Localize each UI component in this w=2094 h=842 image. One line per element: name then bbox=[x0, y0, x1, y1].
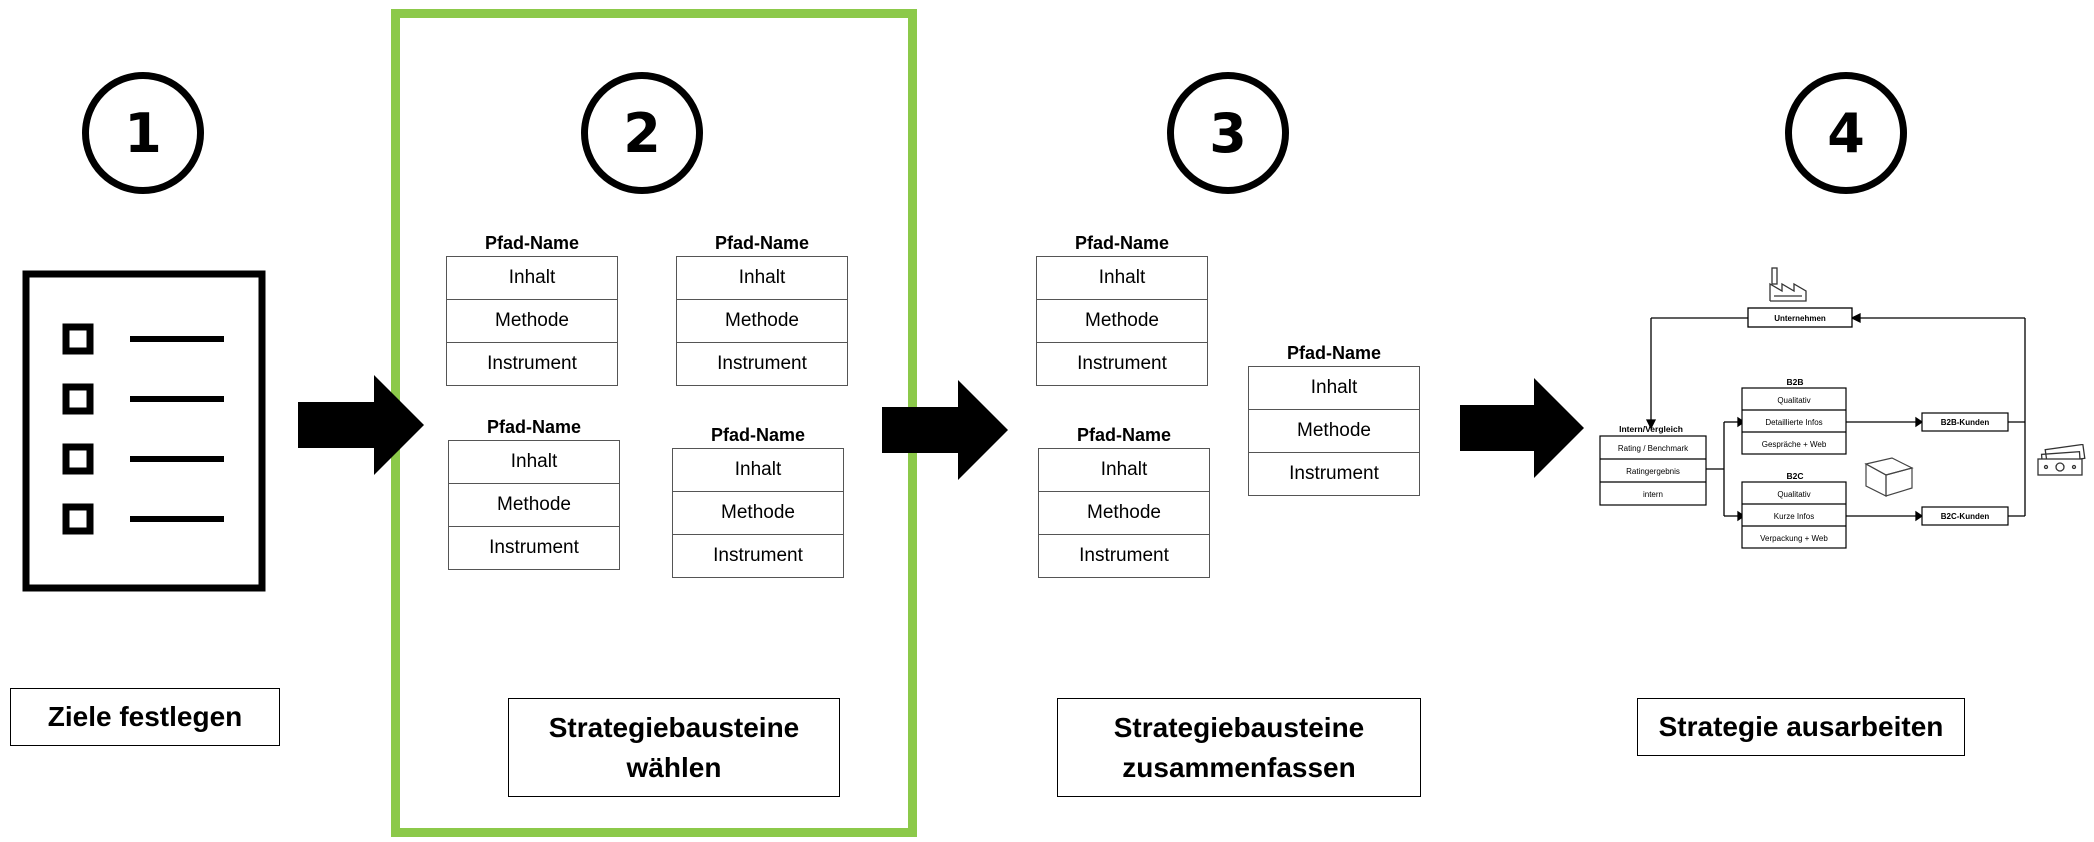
intern-row-3: intern bbox=[1643, 490, 1663, 499]
step-3-label-line2: zusammenfassen bbox=[1122, 751, 1356, 783]
b2c-row-1: Qualitativ bbox=[1777, 490, 1810, 499]
step-3-number: 3 bbox=[1209, 101, 1247, 165]
intern-title: Intern/Vergleich bbox=[1619, 424, 1683, 434]
step-4-number: 4 bbox=[1827, 101, 1865, 165]
pfad-row-inhalt: Inhalt bbox=[508, 267, 556, 288]
pfad-row-instrument: Instrument bbox=[1037, 342, 1207, 385]
arrow-right-icon bbox=[1460, 378, 1584, 478]
pfad-title: Pfad-Name bbox=[1286, 343, 1382, 363]
pfad-title: Pfad-Name bbox=[486, 417, 582, 437]
step-2-number: 2 bbox=[623, 101, 661, 165]
factory-icon bbox=[1769, 267, 1807, 302]
pfad-title: Pfad-Name bbox=[484, 233, 580, 253]
pfad-row-inhalt: Inhalt bbox=[1310, 377, 1358, 398]
b2c-box bbox=[1741, 481, 1847, 549]
intern-row-1: Rating / Benchmark bbox=[1618, 444, 1689, 453]
step-1-label: Ziele festlegen bbox=[10, 688, 280, 746]
step-4-label-text: Strategie ausarbeiten bbox=[1658, 711, 1944, 742]
pfad-row-inhalt: Inhalt bbox=[510, 451, 558, 472]
pfad-title: Pfad-Name bbox=[1076, 425, 1172, 445]
strategy-diagram: Unternehmen Intern/Vergleich Rating / Be… bbox=[1599, 267, 2026, 549]
b2b-kunden-box bbox=[1921, 412, 2009, 432]
b2c-kunden-box bbox=[1921, 506, 2009, 526]
b2b-box bbox=[1741, 387, 1847, 455]
pfad-row-instrument: Instrument bbox=[449, 526, 619, 569]
pfad-block: Pfad-Name Inhalt Methode Instrument bbox=[1248, 340, 1420, 496]
b2c-kunden-label: B2C-Kunden bbox=[1941, 512, 1990, 521]
b2b-row-2: Detaillierte Infos bbox=[1765, 418, 1822, 427]
pfad-title: Pfad-Name bbox=[1074, 233, 1170, 253]
step-1-label-text: Ziele festlegen bbox=[47, 701, 243, 732]
step-2-circle: 2 bbox=[581, 72, 703, 194]
b2c-title: B2C bbox=[1786, 471, 1803, 481]
pfad-block: Pfad-Name Inhalt Methode Instrument bbox=[446, 230, 618, 386]
pfad-row-methode: Methode bbox=[677, 299, 847, 342]
step-4-label: Strategie ausarbeiten bbox=[1637, 698, 1965, 756]
pfad-block: Pfad-Name Inhalt Methode Instrument bbox=[1038, 422, 1210, 578]
box-icon bbox=[1864, 457, 1914, 497]
b2b-title: B2B bbox=[1786, 377, 1803, 387]
b2c-row-2: Kurze Infos bbox=[1774, 512, 1814, 521]
step-2-label-line2: wählen bbox=[626, 751, 722, 783]
pfad-row-inhalt: Inhalt bbox=[1100, 459, 1148, 480]
pfad-row-inhalt: Inhalt bbox=[734, 459, 782, 480]
pfad-row-inhalt: Inhalt bbox=[738, 267, 786, 288]
pfad-row-instrument: Instrument bbox=[1249, 452, 1419, 495]
step-3-label-line1: Strategiebausteine bbox=[1113, 711, 1365, 743]
arrow-right-icon bbox=[298, 375, 424, 475]
pfad-row-inhalt: Inhalt bbox=[1098, 267, 1146, 288]
pfad-row-methode: Methode bbox=[1249, 409, 1419, 452]
step-3-circle: 3 bbox=[1167, 72, 1289, 194]
pfad-row-instrument: Instrument bbox=[677, 342, 847, 385]
pfad-row-instrument: Instrument bbox=[1039, 534, 1209, 577]
pfad-block: Pfad-Name Inhalt Methode Instrument bbox=[676, 230, 848, 386]
b2b-row-3: Gespräche + Web bbox=[1762, 440, 1827, 449]
pfad-block: Pfad-Name Inhalt Methode Instrument bbox=[672, 422, 844, 578]
pfad-row-instrument: Instrument bbox=[447, 342, 617, 385]
pfad-row-methode: Methode bbox=[673, 491, 843, 534]
pfad-title: Pfad-Name bbox=[714, 233, 810, 253]
pfad-row-methode: Methode bbox=[449, 483, 619, 526]
pfad-row-methode: Methode bbox=[1039, 491, 1209, 534]
intern-row-2: Ratingergebnis bbox=[1626, 467, 1680, 476]
arrow-right-icon bbox=[882, 380, 1008, 480]
pfad-block: Pfad-Name Inhalt Methode Instrument bbox=[1036, 230, 1208, 386]
pfad-row-instrument: Instrument bbox=[673, 534, 843, 577]
step-4-circle: 4 bbox=[1785, 72, 1907, 194]
checklist-icon bbox=[22, 270, 266, 592]
step-2-label: Strategiebausteine wählen bbox=[508, 698, 840, 797]
step-3-label: Strategiebausteine zusammenfassen bbox=[1057, 698, 1421, 797]
pfad-title: Pfad-Name bbox=[710, 425, 806, 445]
b2b-row-1: Qualitativ bbox=[1777, 396, 1810, 405]
unternehmen-label: Unternehmen bbox=[1774, 314, 1826, 323]
step-1-number: 1 bbox=[124, 101, 162, 165]
step-2-label-line1: Strategiebausteine bbox=[548, 711, 800, 743]
b2b-kunden-label: B2B-Kunden bbox=[1941, 418, 1990, 427]
intern-box bbox=[1599, 435, 1707, 506]
money-icon bbox=[2037, 444, 2086, 476]
pfad-row-methode: Methode bbox=[1037, 299, 1207, 342]
pfad-row-methode: Methode bbox=[447, 299, 617, 342]
step-1-circle: 1 bbox=[82, 72, 204, 194]
unternehmen-box: Unternehmen bbox=[1747, 307, 1853, 328]
pfad-block: Pfad-Name Inhalt Methode Instrument bbox=[448, 414, 620, 570]
b2c-row-3: Verpackung + Web bbox=[1760, 534, 1828, 543]
